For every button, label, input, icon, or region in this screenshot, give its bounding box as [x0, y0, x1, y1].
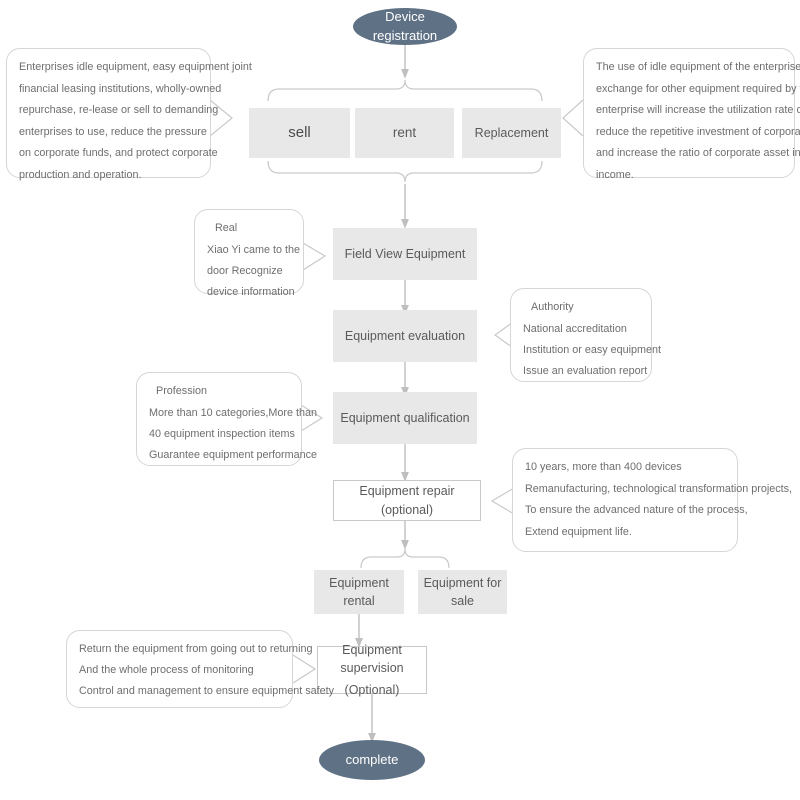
- callout-replacement-note-line-5: and increase the ratio of corporate asse…: [596, 147, 800, 160]
- step-equipment-evaluation[interactable]: Equipment evaluation: [333, 310, 477, 362]
- option-box-rent-label: rent: [392, 125, 417, 141]
- callout-sell-note-line-3: repurchase, re-lease or sell to demandin…: [19, 104, 219, 117]
- option-box-replacement-label: Replacement: [474, 125, 549, 140]
- step-equipment-repair[interactable]: Equipment repair (optional): [333, 480, 481, 521]
- callout-authority-note: Authority National accreditation Institu…: [510, 288, 662, 382]
- tail-repair-note: [490, 487, 515, 515]
- callout-authority-note-line-2: Institution or easy equipment: [523, 344, 662, 357]
- brace-top-options: [267, 79, 543, 102]
- callout-replacement-note-line-6: income.: [596, 168, 634, 181]
- brace-bottom-options: [267, 160, 543, 183]
- option-box-rent[interactable]: rent: [355, 108, 454, 158]
- callout-repair-note-line-4: Extend equipment life.: [525, 525, 632, 538]
- callout-profession-note-header: Profession: [156, 385, 208, 397]
- step-field-view-equipment-label: Field View Equipment: [344, 246, 466, 261]
- callout-authority-note-header: Authority: [531, 301, 574, 313]
- callout-supervision-note-line-3: Control and management to ensure equipme…: [79, 685, 335, 698]
- step-field-view-equipment[interactable]: Field View Equipment: [333, 228, 477, 280]
- callout-replacement-note-line-4: reduce the repetitive investment of corp…: [596, 125, 800, 138]
- callout-replacement-note-line-3: enterprise will increase the utilization…: [596, 104, 800, 117]
- step-equipment-rental-label: Equipment rental: [329, 575, 389, 608]
- step-equipment-for-sale[interactable]: Equipment for sale: [418, 570, 507, 614]
- tail-replacement-note: [562, 99, 584, 137]
- end-node-label: complete: [345, 751, 399, 767]
- callout-profession-note-line-3: Guarantee equipment performance: [149, 449, 318, 462]
- tail-supervision-note: [292, 654, 317, 684]
- callout-real-note-line-3: device information: [207, 286, 295, 299]
- callout-real-note-line-1: Xiao Yi came to the: [207, 244, 301, 257]
- callout-real-note: Real Xiao Yi came to the door Recognize …: [194, 209, 304, 298]
- step-equipment-qualification[interactable]: Equipment qualification: [333, 392, 477, 444]
- callout-supervision-note-line-1: Return the equipment from going out to r…: [79, 643, 313, 655]
- callout-real-note-line-2: door Recognize: [207, 265, 283, 278]
- brace-rental-sale: [360, 548, 450, 569]
- callout-sell-note-line-5: on corporate funds, and protect corporat…: [19, 147, 218, 160]
- callout-repair-note-line-3: To ensure the advanced nature of the pro…: [525, 504, 748, 517]
- step-equipment-supervision[interactable]: Equipment supervision (Optional): [317, 643, 427, 697]
- start-node-device-registration[interactable]: Device registration: [353, 8, 457, 45]
- callout-supervision-note-line-2: And the whole process of monitoring: [79, 664, 254, 677]
- callout-profession-note: Profession More than 10 categories,More …: [136, 372, 318, 466]
- callout-repair-note-line-1: 10 years, more than 400 devices: [525, 461, 682, 473]
- option-box-sell[interactable]: sell: [249, 108, 350, 158]
- callout-authority-note-line-1: National accreditation: [523, 323, 627, 336]
- callout-sell-note-line-2: financial leasing institutions, wholly-o…: [19, 82, 222, 95]
- step-equipment-for-sale-label: Equipment for sale: [423, 575, 502, 608]
- option-box-replacement[interactable]: Replacement: [462, 108, 561, 158]
- callout-real-note-header: Real: [215, 222, 238, 234]
- callout-authority-note-line-3: Issue an evaluation report: [523, 365, 648, 378]
- end-node-complete[interactable]: complete: [319, 740, 425, 780]
- tail-real-note: [302, 242, 327, 271]
- callout-sell-note: Enterprises idle equipment, easy equipme…: [6, 48, 252, 181]
- callout-sell-note-line-6: production and operation.: [19, 168, 142, 181]
- step-equipment-evaluation-label: Equipment evaluation: [344, 328, 466, 343]
- step-equipment-supervision-line1: Equipment supervision: [340, 643, 404, 676]
- step-equipment-repair-label: Equipment repair (optional): [359, 484, 455, 517]
- step-equipment-qualification-label: Equipment qualification: [340, 410, 470, 425]
- callout-supervision-note: Return the equipment from going out to r…: [66, 630, 335, 708]
- step-equipment-supervision-line2: (Optional): [344, 682, 400, 697]
- callout-profession-note-line-2: 40 equipment inspection items: [149, 428, 295, 441]
- callout-replacement-note: The use of idle equipment of the enterpr…: [583, 48, 800, 181]
- callout-replacement-note-line-1: The use of idle equipment of the enterpr…: [596, 61, 800, 73]
- callout-repair-note-line-2: Remanufacturing, technological transform…: [525, 482, 793, 495]
- callout-replacement-note-line-2: exchange for other equipment required by…: [596, 82, 800, 95]
- callout-sell-note-line-4: enterprises to use, reduce the pressure: [19, 125, 207, 138]
- callout-profession-note-line-1: More than 10 categories,More than: [149, 407, 318, 420]
- start-node-label: Device registration: [372, 8, 438, 43]
- callout-sell-note-line-1: Enterprises idle equipment, easy equipme…: [19, 61, 252, 73]
- step-equipment-rental[interactable]: Equipment rental: [314, 570, 404, 614]
- option-box-sell-label: sell: [288, 124, 311, 142]
- callout-repair-note: 10 years, more than 400 devices Remanufa…: [512, 448, 793, 552]
